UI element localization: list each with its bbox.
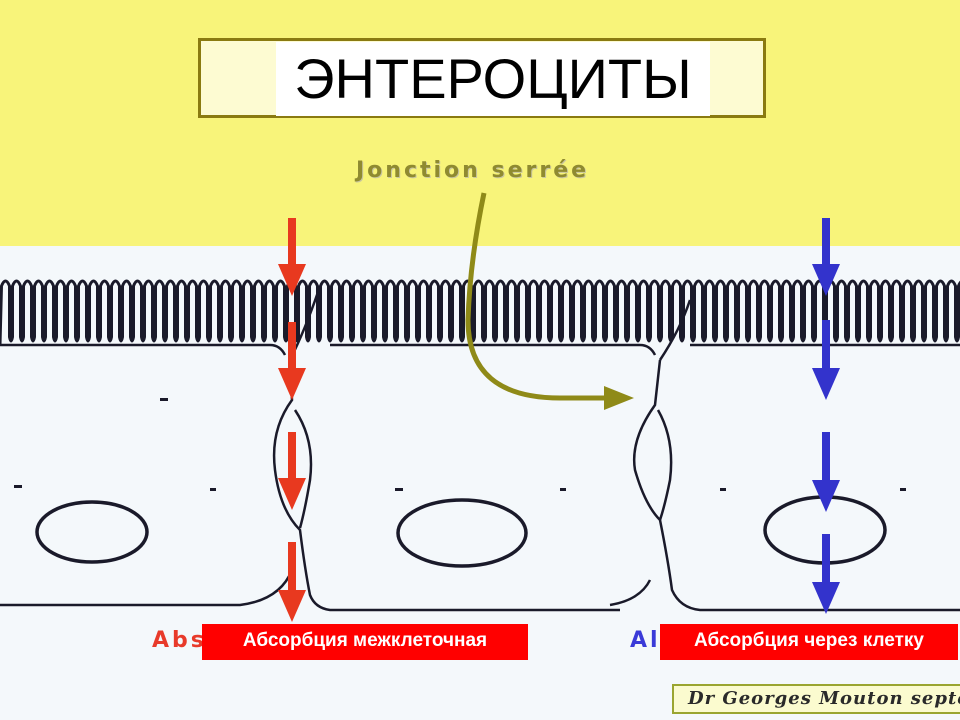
credit-box: Dr Georges Mouton septem bbox=[672, 684, 960, 714]
nucleus-middle bbox=[396, 498, 528, 568]
junction-pointer-arrow bbox=[465, 192, 605, 401]
paracellular-arrow-1 bbox=[278, 218, 306, 296]
junction-arrowhead bbox=[604, 386, 634, 410]
lateral-membrane-left-2 bbox=[0, 409, 313, 607]
transcellular-arrow-1 bbox=[812, 218, 840, 296]
author-credit: Dr Georges Mouton septem bbox=[688, 688, 960, 709]
lateral-membrane-left bbox=[272, 359, 620, 612]
paracellular-arrows bbox=[278, 218, 306, 622]
transcellular-caption: Абсорбция через клетку bbox=[660, 624, 958, 660]
apical-membrane bbox=[0, 291, 960, 361]
tight-junction-label: Jonction serrée bbox=[356, 158, 590, 183]
basal-dots bbox=[14, 398, 906, 491]
paracellular-arrow-2 bbox=[278, 322, 306, 400]
transcellular-arrow-3 bbox=[812, 432, 840, 512]
nucleus-left bbox=[35, 500, 149, 564]
transcellular-arrow-4 bbox=[812, 534, 840, 614]
absorption-partial-label-right: Al bbox=[630, 628, 661, 653]
transcellular-arrows bbox=[812, 218, 840, 614]
paracellular-arrow-4 bbox=[278, 542, 306, 622]
lateral-membrane-right bbox=[633, 359, 960, 612]
paracellular-caption: Абсорбция межклеточная bbox=[202, 624, 528, 660]
paracellular-arrow-3 bbox=[278, 432, 306, 510]
transcellular-arrow-2 bbox=[812, 320, 840, 400]
absorption-partial-label-left: Abs bbox=[152, 628, 207, 653]
microvilli-brush-border bbox=[0, 279, 960, 346]
slide-title: ЭНТЕРОЦИТЫ bbox=[294, 47, 692, 110]
title-backdrop bbox=[276, 42, 710, 116]
lateral-membrane-right-2 bbox=[609, 409, 673, 607]
